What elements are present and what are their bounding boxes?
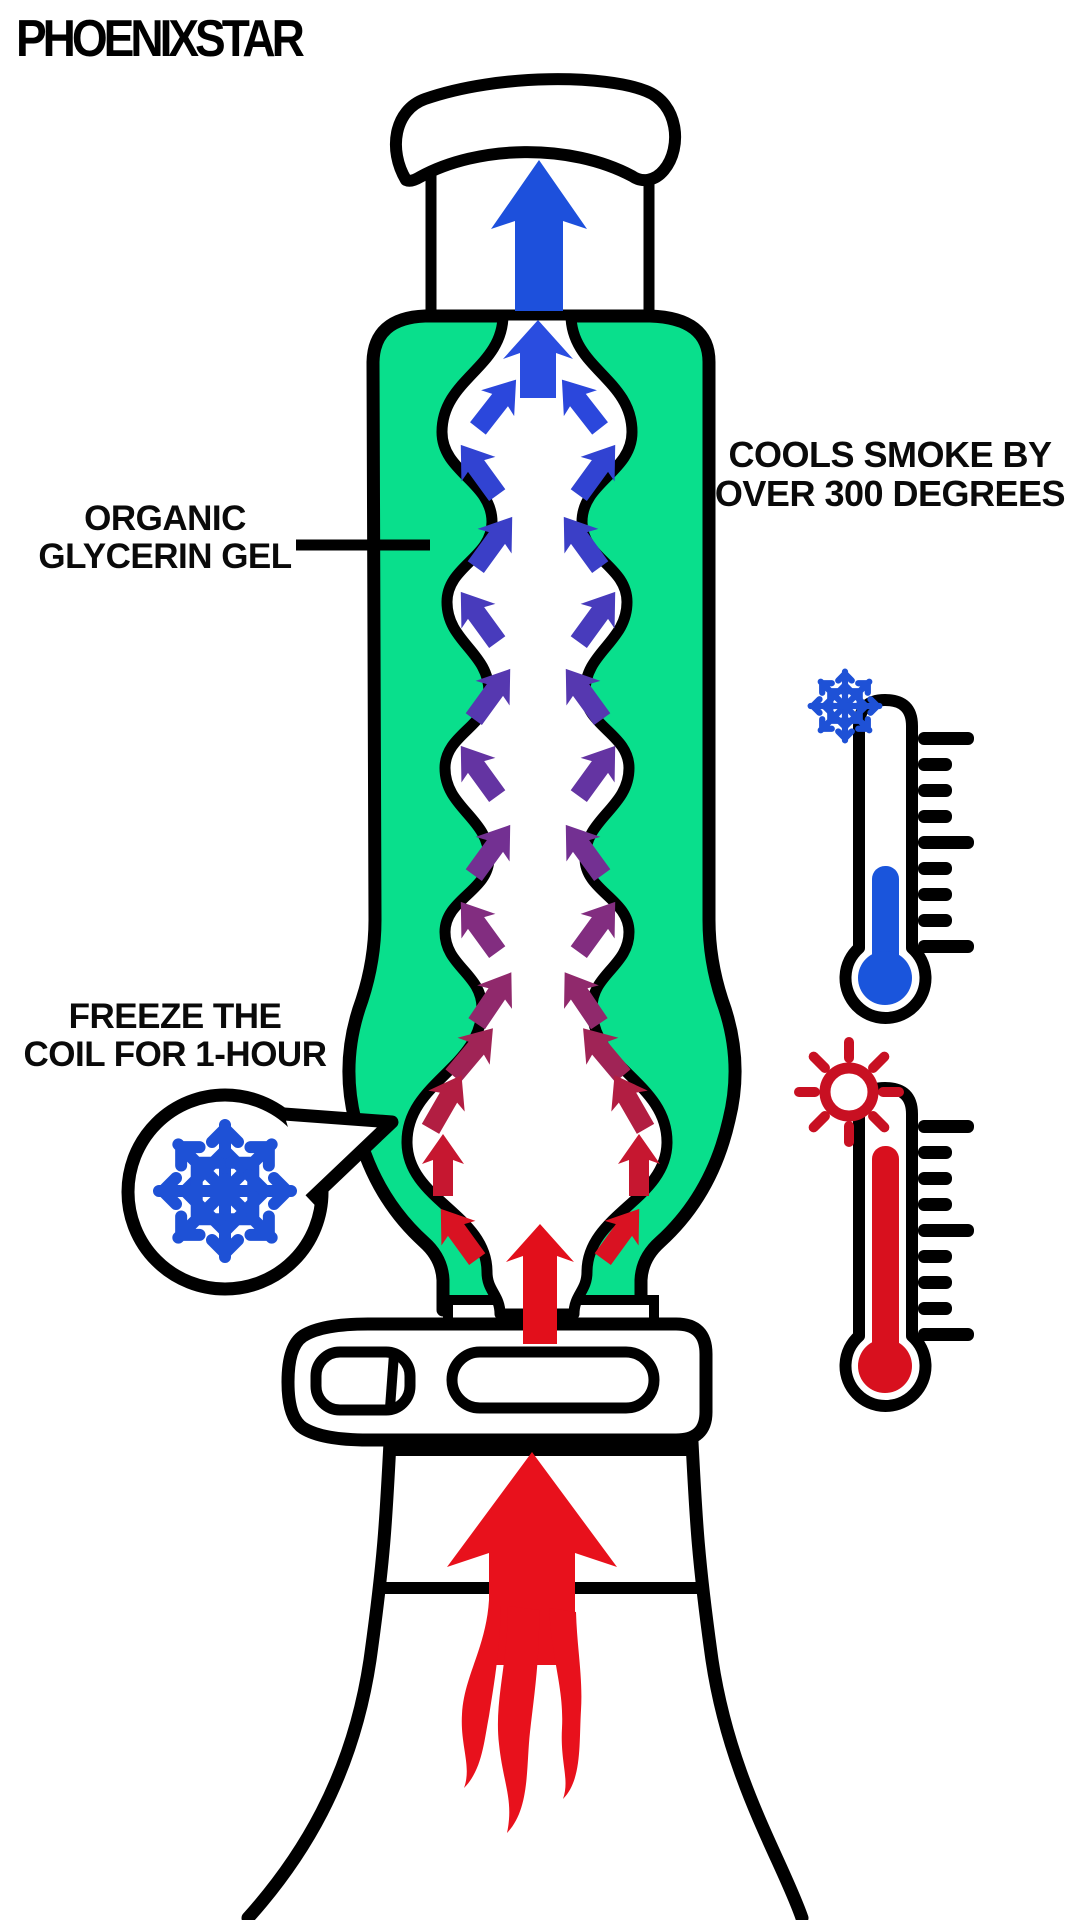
brand-logo: PHOENIXSTAR [16, 9, 305, 68]
flame-arrow-icon [447, 1452, 617, 1833]
arrow-up-icon [503, 320, 573, 398]
arrow-up-icon [506, 1224, 574, 1344]
thermometer-scale-ticks [918, 732, 974, 953]
glycerin-label: ORGANIC GLYCERIN GEL [38, 499, 292, 576]
downstem-grommet [281, 1317, 713, 1447]
sun-icon [799, 1042, 899, 1142]
mouthpiece-lip [389, 73, 682, 187]
snowflake-icon [811, 672, 880, 741]
freeze-label: FREEZE THE COIL FOR 1-HOUR [23, 997, 327, 1074]
smoke-flow-arrows [412, 320, 664, 1272]
arrow-up-icon [491, 160, 587, 311]
snowflake-icon [159, 1125, 291, 1257]
thermometer-hot [799, 1042, 974, 1412]
freeze-bubble [121, 1088, 399, 1296]
cools-label: COOLS SMOKE BY OVER 300 DEGREES [714, 434, 1066, 514]
thermometer-cold [811, 672, 974, 1024]
thermometer-scale-ticks [918, 1120, 974, 1341]
